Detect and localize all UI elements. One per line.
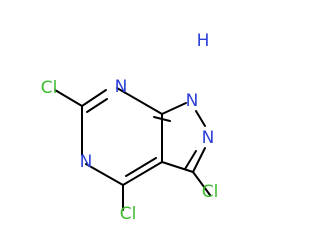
atom-cl-c4: Cl — [120, 204, 137, 224]
bond-n2-c3 — [192, 147, 206, 173]
bond-c7a-n7 — [116, 87, 163, 115]
bond-n1-n2 — [195, 110, 206, 127]
atom-n-pyrazole: N — [202, 128, 215, 148]
atom-nh-h: H — [197, 31, 210, 51]
atom-n-left: N — [80, 152, 93, 172]
bond-c6-cl — [54, 89, 83, 107]
bond-c7a-n1-double — [153, 116, 171, 122]
bond-n7-c6-double — [86, 98, 108, 113]
bond-c4-c3a-double — [125, 157, 157, 177]
bond-c3-cl — [192, 171, 211, 196]
atom-labels: N N N H N Cl Cl Cl — [41, 31, 219, 224]
bond-n5-c4 — [85, 163, 124, 186]
atom-n-top: N — [115, 77, 128, 97]
bonds — [54, 87, 211, 211]
bond-c4-c3a — [122, 161, 163, 186]
structure-diagram: N N N H N Cl Cl Cl — [41, 31, 219, 224]
bond-c7a-n1 — [161, 102, 187, 115]
bond-n7-c6 — [81, 89, 107, 107]
atom-cl-c6: Cl — [41, 78, 58, 98]
atom-nh-n: N — [186, 91, 199, 111]
bond-n2-c3-double — [184, 150, 197, 170]
atom-cl-c3: Cl — [202, 182, 219, 202]
bond-c3-c3a — [161, 161, 194, 173]
